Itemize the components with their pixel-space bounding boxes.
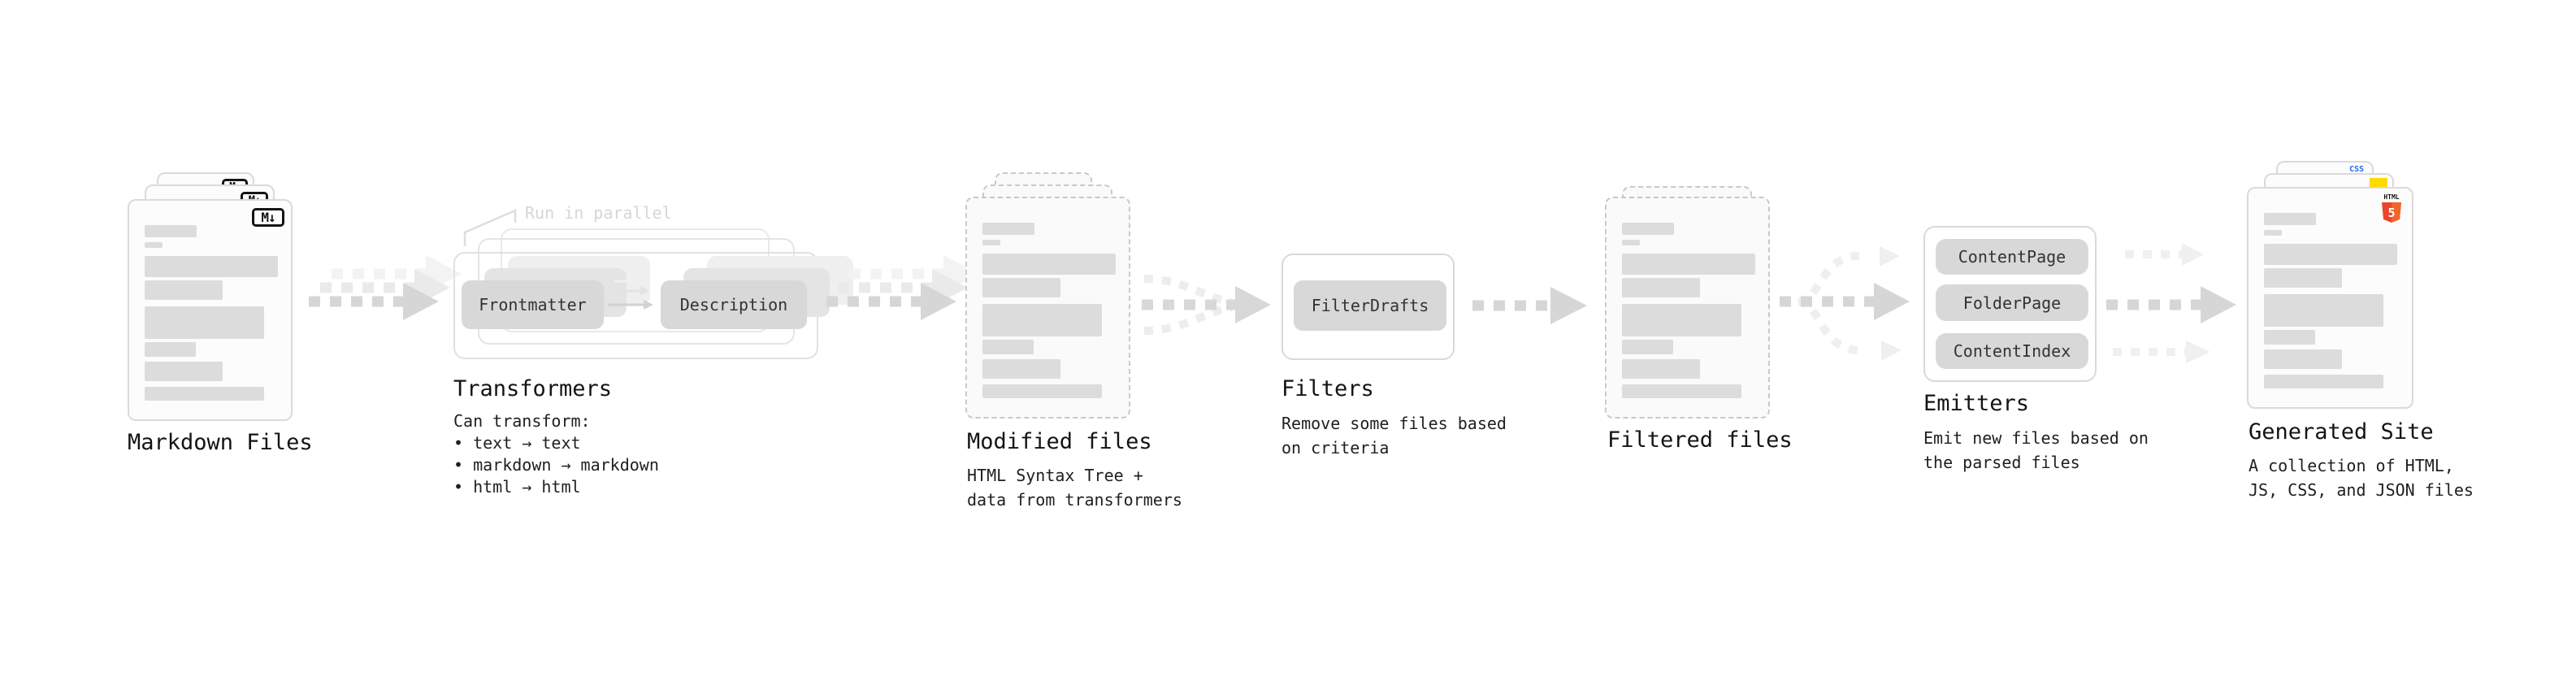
bullet-icon: • — [453, 477, 464, 497]
flow-arrow-emitters-to-site — [2106, 243, 2236, 363]
contentpage-pill: ContentPage — [1936, 239, 2088, 275]
flow-arrow-markdown-to-transformers — [309, 255, 462, 320]
pill-connector-arrows — [608, 276, 653, 310]
transform-item: • html → html — [453, 477, 581, 497]
placeholder-bar — [2264, 330, 2315, 345]
placeholder-bar — [145, 387, 264, 401]
modified-files-label: Modified files — [967, 429, 1152, 454]
generated-site-stack: CSS HTML 5 — [2247, 161, 2442, 413]
placeholder-bar — [2264, 268, 2342, 288]
placeholder-bar — [982, 254, 1116, 275]
placeholder-bar — [2264, 375, 2383, 388]
run-in-parallel-callout-line — [463, 209, 517, 246]
filtered-file-card-front — [1605, 197, 1770, 419]
transform-item: • markdown → markdown — [453, 455, 659, 475]
placeholder-bar — [2264, 294, 2383, 327]
placeholder-bar — [2264, 244, 2397, 265]
placeholder-bar — [145, 342, 196, 357]
placeholder-bar — [982, 384, 1102, 398]
transform-item: • text → text — [453, 433, 581, 453]
modified-files-stack — [965, 172, 1160, 421]
flow-arrow-modified-to-filters — [1142, 275, 1271, 335]
emitters-box: ContentPage FolderPage ContentIndex — [1923, 226, 2097, 382]
description-pill: Description — [661, 280, 807, 329]
placeholder-bar — [1622, 240, 1640, 245]
modified-files-description: HTML Syntax Tree + data from transformer… — [967, 466, 1182, 510]
contentindex-pill: ContentIndex — [1936, 333, 2088, 369]
markdown-files-label: Markdown Files — [128, 430, 313, 455]
markdown-file-card-front: M↓ — [128, 199, 293, 421]
placeholder-bar — [982, 240, 1000, 245]
placeholder-bar — [1622, 359, 1700, 379]
placeholder-bar — [145, 242, 163, 248]
placeholder-bar — [145, 280, 223, 300]
emitters-label: Emitters — [1923, 391, 2030, 416]
transformers-description: Can transform: • text → text • markdown … — [453, 410, 659, 498]
description-pill-stack: Description — [661, 256, 860, 329]
folderpage-pill: FolderPage — [1936, 284, 2088, 321]
emitters-description: Emit new files based on the parsed files — [1923, 428, 2149, 472]
markdown-icon: M↓ — [252, 208, 284, 227]
placeholder-bar — [1622, 384, 1741, 398]
filters-box: FilterDrafts — [1281, 254, 1455, 360]
placeholder-bar — [982, 304, 1102, 336]
placeholder-bar — [145, 362, 223, 381]
bullet-icon: • — [453, 433, 464, 453]
modified-file-card-front — [965, 197, 1130, 419]
placeholder-bar — [1622, 340, 1673, 354]
placeholder-bar — [982, 223, 1034, 235]
js-icon — [2370, 178, 2387, 188]
bullet-icon: • — [453, 455, 464, 475]
placeholder-bar — [2264, 349, 2342, 369]
filterdrafts-pill: FilterDrafts — [1294, 280, 1446, 331]
transformers-label: Transformers — [453, 376, 613, 401]
placeholder-bar — [982, 278, 1060, 297]
generated-site-label: Generated Site — [2249, 419, 2434, 445]
filters-label: Filters — [1281, 376, 1374, 401]
filtered-files-stack — [1605, 186, 1792, 422]
placeholder-bar — [145, 306, 264, 339]
flow-arrow-filters-to-filtered — [1472, 287, 1587, 324]
placeholder-bar — [1622, 304, 1741, 336]
frontmatter-pill: Frontmatter — [462, 280, 604, 329]
markdown-files-stack: M↓ M↓ M↓ — [128, 172, 323, 421]
generated-site-description: A collection of HTML, JS, CSS, and JSON … — [2249, 456, 2474, 500]
flow-arrow-transformers-to-modified — [826, 255, 979, 320]
placeholder-bar — [982, 359, 1060, 379]
can-transform-title: Can transform: — [453, 411, 591, 431]
flow-arrow-filtered-to-emitters — [1780, 246, 1910, 361]
html5-icon: HTML 5 — [2382, 193, 2401, 223]
placeholder-bar — [2264, 230, 2282, 236]
svg-text:5: 5 — [2387, 206, 2395, 220]
svg-text:HTML: HTML — [2383, 193, 2399, 201]
run-in-parallel-label: Run in parallel — [525, 203, 672, 223]
site-file-card-html: HTML 5 — [2247, 187, 2413, 409]
placeholder-bar — [145, 256, 278, 277]
filters-description: Remove some files based on criteria — [1281, 414, 1507, 458]
placeholder-bar — [2264, 213, 2316, 225]
placeholder-bar — [1622, 278, 1700, 297]
filtered-files-label: Filtered files — [1607, 427, 1793, 453]
placeholder-bar — [1622, 223, 1674, 235]
placeholder-bar — [145, 225, 197, 237]
placeholder-bar — [1622, 254, 1755, 275]
placeholder-bar — [982, 340, 1034, 354]
